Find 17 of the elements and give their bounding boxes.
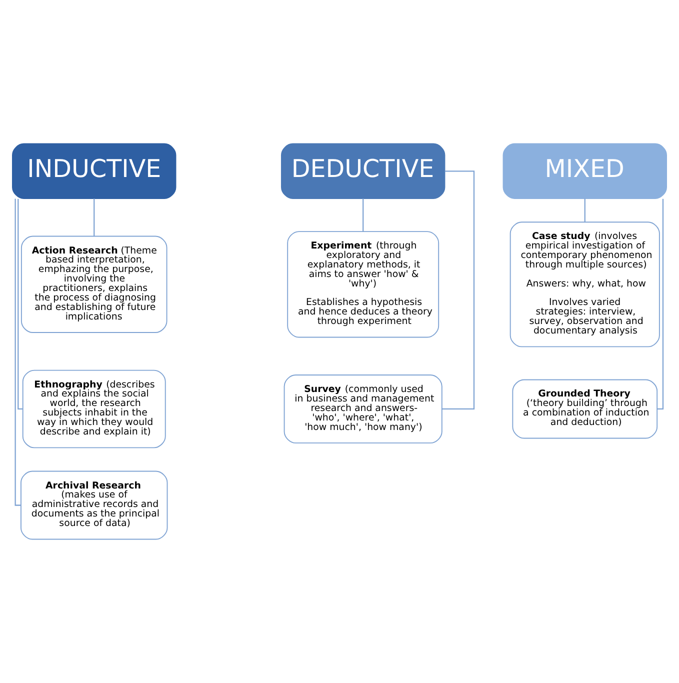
node-box: INDUCTIVE xyxy=(12,143,176,199)
connector xyxy=(584,198,586,222)
node-box: DEDUCTIVE xyxy=(280,143,446,199)
node-box: Archival Research (makes use of administrative records and documents as the principal source of data) xyxy=(20,470,168,540)
node-box: Survey (commonly used in business and management research and answers- 'who', 'where', 'what', 'how much', 'how many') xyxy=(284,374,442,444)
node-box: Ethnography (describes and explains the social world, the research subjects inhabit in the way in which they would describe and explain it) xyxy=(22,370,166,448)
connector xyxy=(362,198,364,232)
node-box: Action Research (Theme based interpretation, emphazing the purpose, involving the practitioners, explains the process of diagnosing and establishing of future implications xyxy=(20,236,168,333)
connector xyxy=(14,198,21,506)
connector xyxy=(657,198,664,410)
node-box: Case study (involves empirical investigation of contemporary phenomenon through multiple sources) Answers: why, what, how Involves varied strategies: interview, survey, observation and documentary analysis xyxy=(510,222,660,348)
node-box: Experiment (through exploratory and explanatory methods, it aims to answer 'how' & 'why') Establishes a hypothesis and hence deduces a theory through experiment xyxy=(287,231,440,338)
connector xyxy=(442,170,475,410)
connector xyxy=(18,198,23,410)
node-box: MIXED xyxy=(502,143,667,199)
connector xyxy=(94,198,95,236)
node-box: Grounded Theory (‘theory building’ through a combination of induction and deduction) xyxy=(512,379,658,439)
